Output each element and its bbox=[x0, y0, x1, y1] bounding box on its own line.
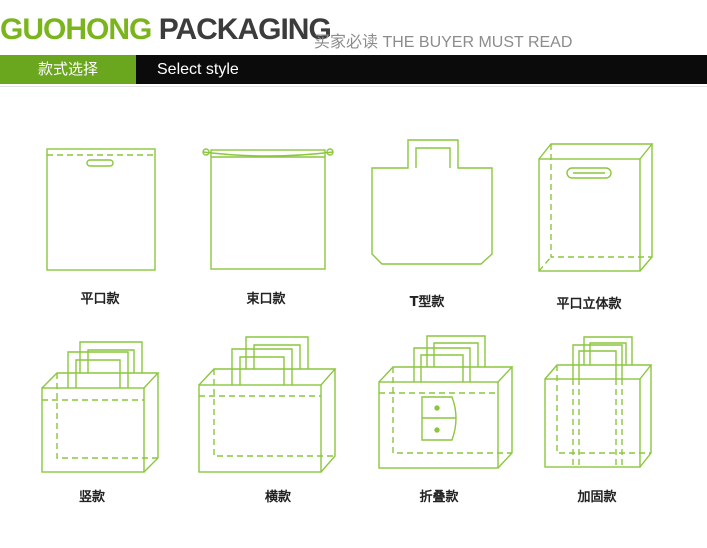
foldable-tote-bag-icon bbox=[378, 335, 514, 469]
style-label-reinforced: 加固款 bbox=[577, 490, 617, 505]
vertical-tote-bag-icon bbox=[41, 341, 160, 473]
header: GUOHONG PACKAGING 买家必读 THE BUYER MUST RE… bbox=[0, 0, 707, 52]
brand-logo: GUOHONG PACKAGING bbox=[0, 10, 332, 50]
style-label-t-shirt: T型款 bbox=[409, 295, 445, 310]
box-die-cut-bag-icon bbox=[538, 143, 654, 272]
t-shirt-bag-icon bbox=[371, 139, 493, 265]
section-title: Select style bbox=[157, 61, 239, 78]
flat-die-cut-bag-icon bbox=[46, 148, 156, 271]
brand-part1: GUOHONG bbox=[0, 13, 152, 46]
style-label-flat: 平口款 bbox=[80, 292, 120, 307]
style-label-horizontal: 横款 bbox=[264, 490, 292, 505]
style-label-drawstring: 束口款 bbox=[246, 292, 286, 307]
tagline: 买家必读 THE BUYER MUST READ bbox=[314, 34, 573, 51]
section-bar: 款式选择 Select style bbox=[0, 55, 707, 84]
section-tab: 款式选择 bbox=[0, 55, 136, 84]
reinforced-tote-bag-icon bbox=[544, 336, 653, 468]
brand-part2: PACKAGING bbox=[158, 13, 332, 46]
style-label-vertical: 竖款 bbox=[78, 490, 106, 505]
horizontal-tote-bag-icon bbox=[198, 336, 337, 473]
style-label-box: 平口立体款 bbox=[556, 297, 622, 312]
divider bbox=[0, 86, 707, 87]
style-label-foldable: 折叠款 bbox=[419, 490, 459, 505]
drawstring-bag-icon bbox=[202, 148, 334, 270]
